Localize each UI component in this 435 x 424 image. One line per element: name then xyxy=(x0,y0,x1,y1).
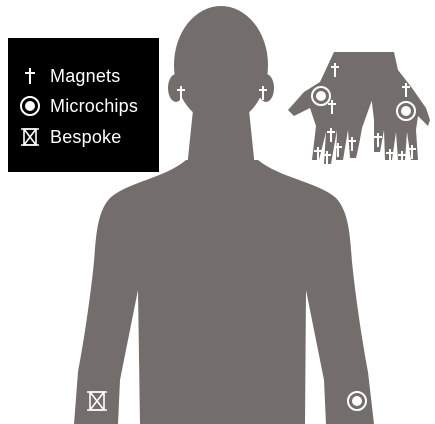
left-hand xyxy=(288,52,372,164)
legend: Magnets Microchips Bespoke xyxy=(8,38,159,172)
cross-icon xyxy=(16,63,44,89)
neck xyxy=(187,110,255,168)
legend-item-microchips: Microchips xyxy=(16,93,138,119)
boxed-x-icon xyxy=(16,124,44,150)
legend-label: Microchips xyxy=(50,96,138,117)
legend-item-bespoke: Bespoke xyxy=(16,124,121,150)
legend-label: Bespoke xyxy=(50,127,121,148)
torso xyxy=(74,160,374,424)
circle-dot-icon xyxy=(16,93,44,119)
right-ear xyxy=(258,74,274,102)
legend-label: Magnets xyxy=(50,66,120,87)
head xyxy=(174,6,268,124)
legend-item-magnets: Magnets xyxy=(16,63,120,89)
